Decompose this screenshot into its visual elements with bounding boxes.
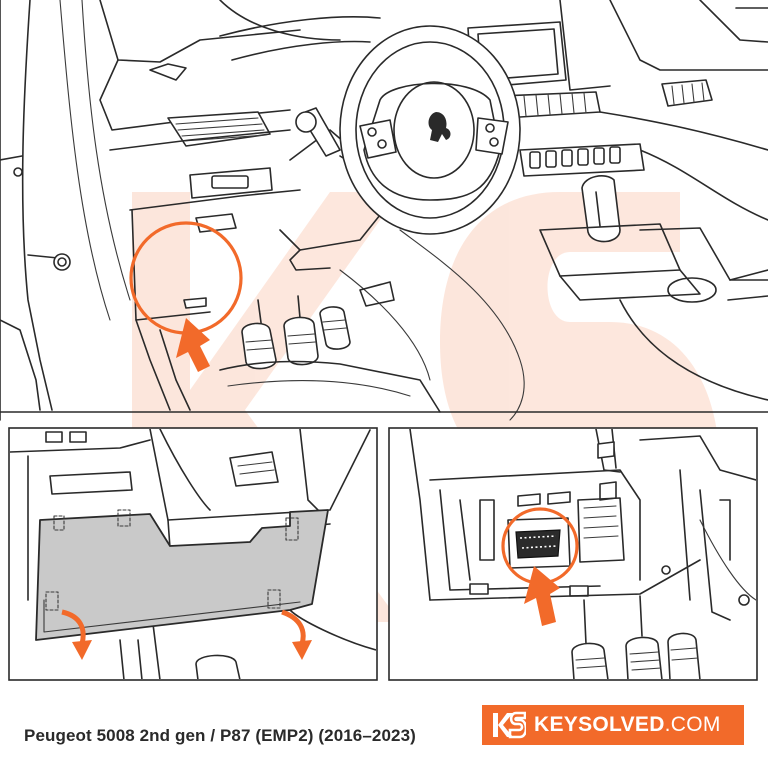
ks-logo-icon	[492, 711, 526, 739]
dash-vent-left	[167, 111, 271, 147]
vehicle-caption: Peugeot 5008 2nd gen / P87 (EMP2) (2016–…	[24, 726, 416, 745]
steering-wheel-icon	[339, 25, 521, 235]
door-striker-icon	[53, 253, 71, 271]
trim-panel-removal-view	[8, 427, 378, 681]
obd-port-view	[388, 427, 758, 681]
pedal-icon	[571, 595, 701, 679]
cup-holder-icon	[667, 277, 717, 303]
obd-connector-icon	[507, 517, 571, 569]
dash-vent-right	[661, 79, 713, 107]
main-interior-view	[0, 0, 768, 421]
peugeot-lion-icon	[428, 112, 451, 142]
brand-name: KEYSOLVED.COM	[534, 713, 721, 736]
toggle-switch-row	[519, 143, 645, 177]
brand-badge[interactable]: KEYSOLVED.COM	[482, 705, 744, 745]
curved-arrow-down-icon	[61, 609, 312, 660]
gear-selector-icon	[581, 175, 621, 243]
door-latch-icon	[13, 167, 23, 177]
pedal-icon	[241, 295, 351, 370]
trim-panel-icon	[35, 509, 329, 641]
arrow-up-icon	[176, 318, 210, 372]
arrow-up-icon	[524, 566, 560, 626]
dash-switch-icon	[211, 175, 249, 189]
